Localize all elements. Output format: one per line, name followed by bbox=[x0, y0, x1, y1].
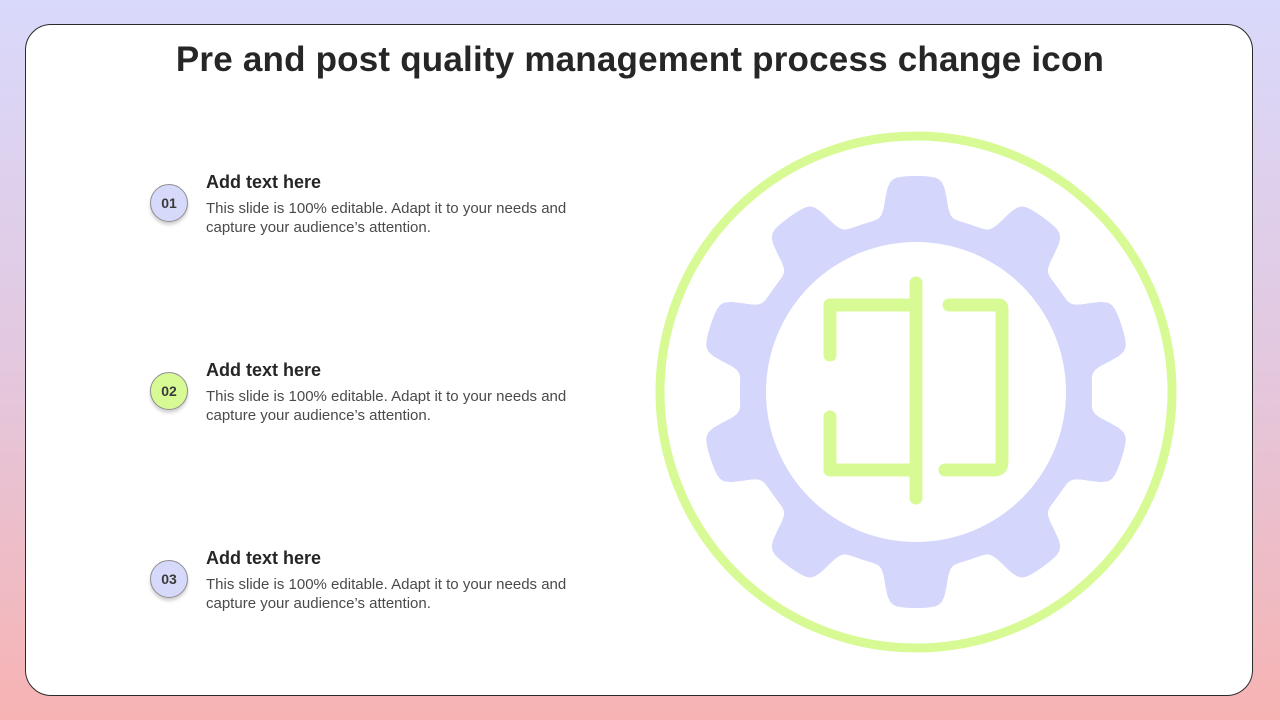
item-body-2: This slide is 100% editable. Adapt it to… bbox=[206, 388, 567, 424]
list-item-3: 03 Add text here This slide is 100% edit… bbox=[148, 548, 578, 628]
number-badge-2: 02 bbox=[150, 372, 188, 410]
list-item-2: 02 Add text here This slide is 100% edit… bbox=[148, 360, 578, 440]
gear-shape bbox=[706, 176, 1126, 608]
item-heading-3: Add text here bbox=[206, 548, 322, 568]
item-body-3: This slide is 100% editable. Adapt it to… bbox=[206, 576, 567, 612]
list-item-1: 01 Add text here This slide is 100% edit… bbox=[148, 172, 578, 252]
item-body-1: This slide is 100% editable. Adapt it to… bbox=[206, 200, 567, 236]
number-badge-3: 03 bbox=[150, 560, 188, 598]
gear-icon bbox=[655, 131, 1177, 653]
item-heading-1: Add text here bbox=[206, 172, 322, 192]
item-heading-2: Add text here bbox=[206, 360, 322, 380]
process-change-glyph bbox=[823, 276, 1009, 505]
page-title: Pre and post quality management process … bbox=[175, 40, 1105, 79]
slide-card bbox=[25, 24, 1253, 696]
number-badge-1: 01 bbox=[150, 184, 188, 222]
outer-ring bbox=[655, 131, 1177, 653]
gear-process-change-icon bbox=[654, 130, 1178, 654]
